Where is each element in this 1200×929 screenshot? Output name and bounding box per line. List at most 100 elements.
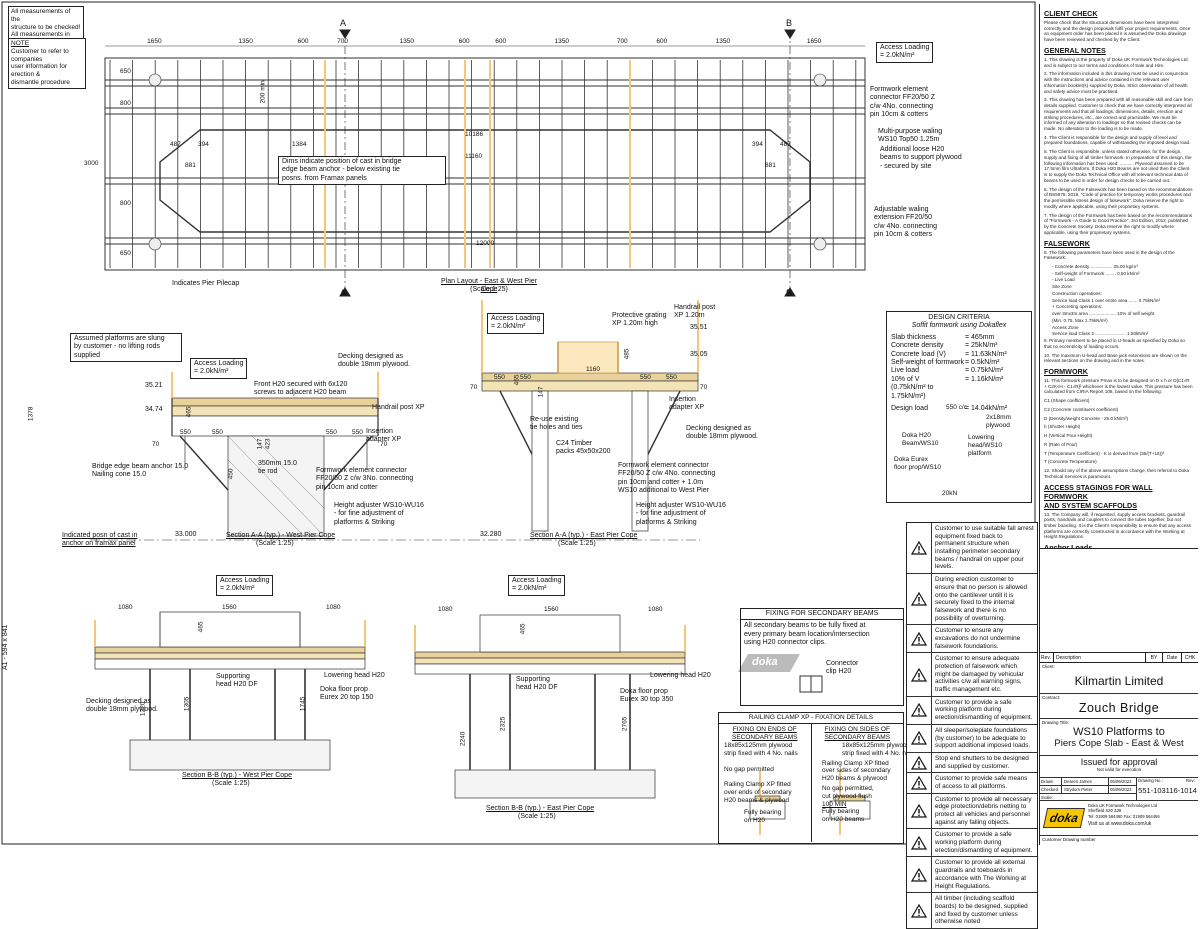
tb-drawn-by: Dearen James: [1062, 778, 1109, 785]
dc-row-value: [965, 384, 1027, 401]
falsework-head: FALSEWORK: [1044, 238, 1090, 248]
warning-row: Stop end shutters to be designed and sup…: [907, 752, 1037, 774]
section-marker-a-top: A: [340, 18, 347, 28]
aa-east-title: Section A-A (typ.) - East Pier Cope: [530, 532, 638, 539]
dc-row-label: Concrete density: [891, 342, 944, 350]
plan-callout-pilecap: Indicates Pier Pilecap: [172, 280, 240, 287]
warning-triangle-icon: [907, 574, 932, 625]
tb-address: Doka UK Formwork Technologies Ltd Sheffi…: [1088, 801, 1198, 835]
dc-row-label: Design load: [891, 404, 928, 412]
note-line: by customer - no lifting rods: [74, 343, 160, 351]
tb-drawing-title-label: Drawing Title:: [1042, 720, 1070, 725]
railing-right: FIXING ON SIDES OF SECONDARY BEAMS: [812, 724, 904, 842]
tb-contract-value: Zouch Bridge: [1078, 701, 1160, 715]
bb-east-dim: 1080: [438, 606, 453, 613]
note-paragraph: Site Zone: [1052, 284, 1072, 290]
plan-callout-adjustable: Adjustable waling extension FF20/50 c/w …: [874, 206, 937, 240]
label-line: Formwork element connector: [316, 467, 407, 474]
label: Access Loading: [880, 44, 930, 51]
warning-row: Customer to ensure any excavations do no…: [907, 625, 1037, 654]
section-bb-east: [414, 614, 686, 799]
note-line: Railing Clamp XP fitted: [724, 781, 791, 789]
note-paragraph: 5. The Client is responsible, unless sta…: [1044, 149, 1192, 183]
note-line: 18x85x125mm plywood: [842, 742, 911, 749]
note-paragraph: 11. This formwork pressure Pmax is to be…: [1044, 377, 1193, 395]
note-paragraph: 10. The maximum U-head and Base jack ext…: [1044, 352, 1187, 364]
fixing-logo: doka: [752, 656, 778, 668]
tb-website[interactable]: Visit us at www.doka.com/uk: [1088, 820, 1152, 827]
fixing-clip-label: Connector clip H20: [826, 660, 858, 677]
label: Access Loading: [491, 315, 541, 322]
label-line: screws to adjacent H20 beam: [254, 389, 347, 397]
aa-west-level: 35.21: [145, 382, 163, 389]
callout-line: connector FF20/50 Z: [870, 94, 935, 102]
dc-row-label: Concrete load (V): [891, 350, 946, 358]
revision-table: Rev. Description BY Date CHK: [1039, 548, 1198, 663]
label-line: Eurex 20 top 150: [320, 694, 374, 702]
warning-triangle-icon: [907, 857, 932, 893]
dc-row: (0.75kN/m² to 1.75kN/m²): [891, 384, 1027, 401]
label-line: double 18mm plywood.: [686, 433, 758, 441]
warning-text: Customer to provide a safe working platf…: [935, 698, 1033, 722]
tb-drawing-title: Drawing Title: WS10 Platforms to Piers C…: [1040, 719, 1198, 756]
note-box: NOTE Customer to refer to companies user…: [8, 38, 86, 89]
note-line: supplied: [74, 351, 101, 359]
tb-drawn-label: Drawn: [1040, 778, 1062, 785]
note-line: Assumed platforms are slung: [74, 335, 165, 342]
label-line: Decking designed as: [686, 425, 751, 432]
note-paragraph: H (Vertical Pour Height): [1044, 433, 1093, 439]
railing-left-head: FIXING ON ENDS OF SECONDARY BEAMS: [719, 726, 811, 742]
plan-title: Plan Layout - East & West Pier Cope: [441, 278, 537, 294]
railing-left-notes: 18x85x125mm plywood strip fixed with 4 N…: [724, 742, 798, 824]
aa-west-dim: 465: [185, 406, 193, 418]
label-line: FF20/50 Z c/w 3No. connecting: [316, 475, 414, 483]
label-line: FF20/50 Z c/w 4No. connecting: [618, 470, 716, 478]
dc-diagram-label: 2x18mm: [986, 414, 1011, 421]
railing-clamp-details: [749, 770, 871, 835]
label-line: head H20 DF: [216, 681, 258, 689]
label-line: platforms & Striking: [636, 518, 697, 526]
callout-line: Additional loose H20: [880, 146, 945, 153]
dc-row-label: 10% of V: [891, 375, 920, 383]
access-head: ACCESS STAGINGS FOR WALL FORMWORK: [1044, 482, 1153, 501]
note-line: on H20 beams: [822, 816, 865, 824]
plan-view: [104, 45, 866, 271]
plan-dim: 394: [752, 141, 763, 148]
bb-east-access: Access Loading = 2.0kN/m²: [508, 575, 566, 596]
tb-contract: Contract: Zouch Bridge: [1040, 694, 1198, 719]
plan-top-dim: 1650: [806, 38, 822, 45]
warning-triangle-icon: [907, 625, 932, 653]
plan-dim: 200 min: [259, 80, 267, 104]
design-criteria-title: DESIGN CRITERIA: [928, 314, 990, 321]
bb-west-title: Section B-B (typ.) - West Pier Cope: [182, 772, 292, 779]
note-line: Customer to refer to companies: [11, 47, 69, 63]
warning-text: Customer to provide a safe working platf…: [935, 831, 1033, 854]
tb-checked-label: Checked: [1040, 786, 1062, 793]
note-paragraph: C1 (Shape coefficient): [1044, 398, 1090, 404]
aa-east-dim: 70: [700, 384, 708, 391]
callout-line: edge beam anchor - below existing tie: [282, 166, 400, 174]
dc-diagram-label: 550 c/c: [946, 404, 967, 411]
plan-dim: 12000: [476, 240, 495, 247]
plan-dim-overall: 3000: [84, 160, 99, 167]
note-paragraph: Access Zone: [1052, 324, 1079, 330]
warning-row: During erection customer to ensure that …: [907, 574, 1037, 626]
plan-dim: 881: [185, 162, 196, 169]
aa-west-dim: 550: [212, 429, 223, 436]
note-paragraph: + Concreting operations:: [1052, 304, 1103, 310]
tb-checked-date: 05/09/2022: [1110, 787, 1132, 792]
warning-row: Customer to ensure adequate protection o…: [907, 653, 1037, 697]
aa-east-dim: 1160: [586, 366, 600, 373]
warning-row: All timber (including scaffold boards) t…: [907, 893, 1037, 929]
note-paragraph: - Concrete density ................. 25.…: [1052, 263, 1138, 269]
bb-east-scale: (Scale 1:25): [518, 813, 556, 820]
safety-warnings-table: Customer to use suitable fall arrest equ…: [906, 522, 1038, 929]
label-line: anchor on framax panel: [62, 540, 136, 548]
tb-rev-label: Rev:: [1186, 778, 1195, 783]
callout-line: Dims indicate position of cast in bridge: [282, 158, 402, 165]
address-line: Sheffield S20 3JB: [1088, 808, 1122, 814]
aa-east-grating: Protective grating XP 1.20m high: [612, 312, 666, 329]
formwork-notes: 11. This formwork pressure Pmax is to be…: [1044, 378, 1193, 480]
rev-col: BY: [1146, 653, 1163, 663]
fixing-title: FIXING FOR SECONDARY BEAMS: [741, 609, 903, 621]
